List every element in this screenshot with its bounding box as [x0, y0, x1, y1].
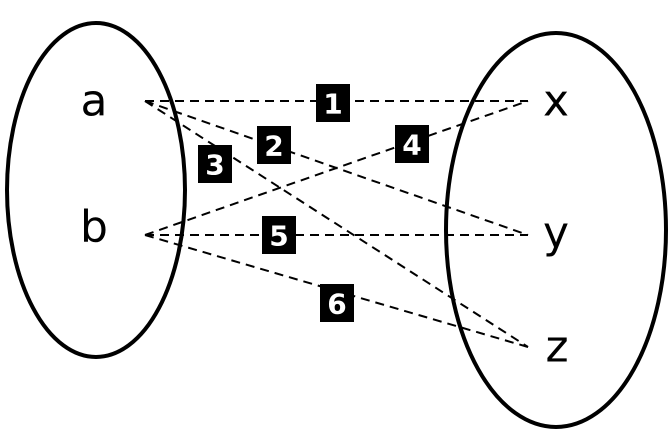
right-set-ellipse [444, 31, 668, 429]
edge-badge-5: 5 [262, 216, 296, 254]
node-label-y: y [543, 208, 569, 259]
left-set-ellipse [5, 21, 187, 359]
node-label-b: b [80, 202, 108, 253]
edge-badge-2: 2 [257, 126, 291, 164]
edge-badge-box-1 [316, 84, 350, 122]
edge-line-3 [144, 100, 529, 348]
edge-badge-box-6 [320, 284, 354, 322]
node-label-z: z [545, 322, 568, 373]
edge-line-4 [144, 100, 529, 236]
edge-badge-text-2: 2 [264, 130, 283, 163]
edge-badge-text-6: 6 [327, 288, 346, 321]
edge-badge-6: 6 [320, 284, 354, 322]
edge-badge-text-3: 3 [205, 149, 224, 182]
edge-badge-box-2 [257, 126, 291, 164]
edge-badge-text-5: 5 [269, 220, 288, 253]
edge-badge-text-1: 1 [323, 88, 342, 121]
node-label-x: x [543, 76, 569, 127]
edge-badge-4: 4 [395, 125, 429, 163]
edge-badge-box-5 [262, 216, 296, 254]
edge-badge-box-3 [198, 145, 232, 183]
edge-badge-text-4: 4 [402, 129, 421, 162]
edge-badge-box-4 [395, 125, 429, 163]
node-label-a: a [81, 76, 108, 127]
edge-badge-1: 1 [316, 84, 350, 122]
edge-badge-3: 3 [198, 145, 232, 183]
